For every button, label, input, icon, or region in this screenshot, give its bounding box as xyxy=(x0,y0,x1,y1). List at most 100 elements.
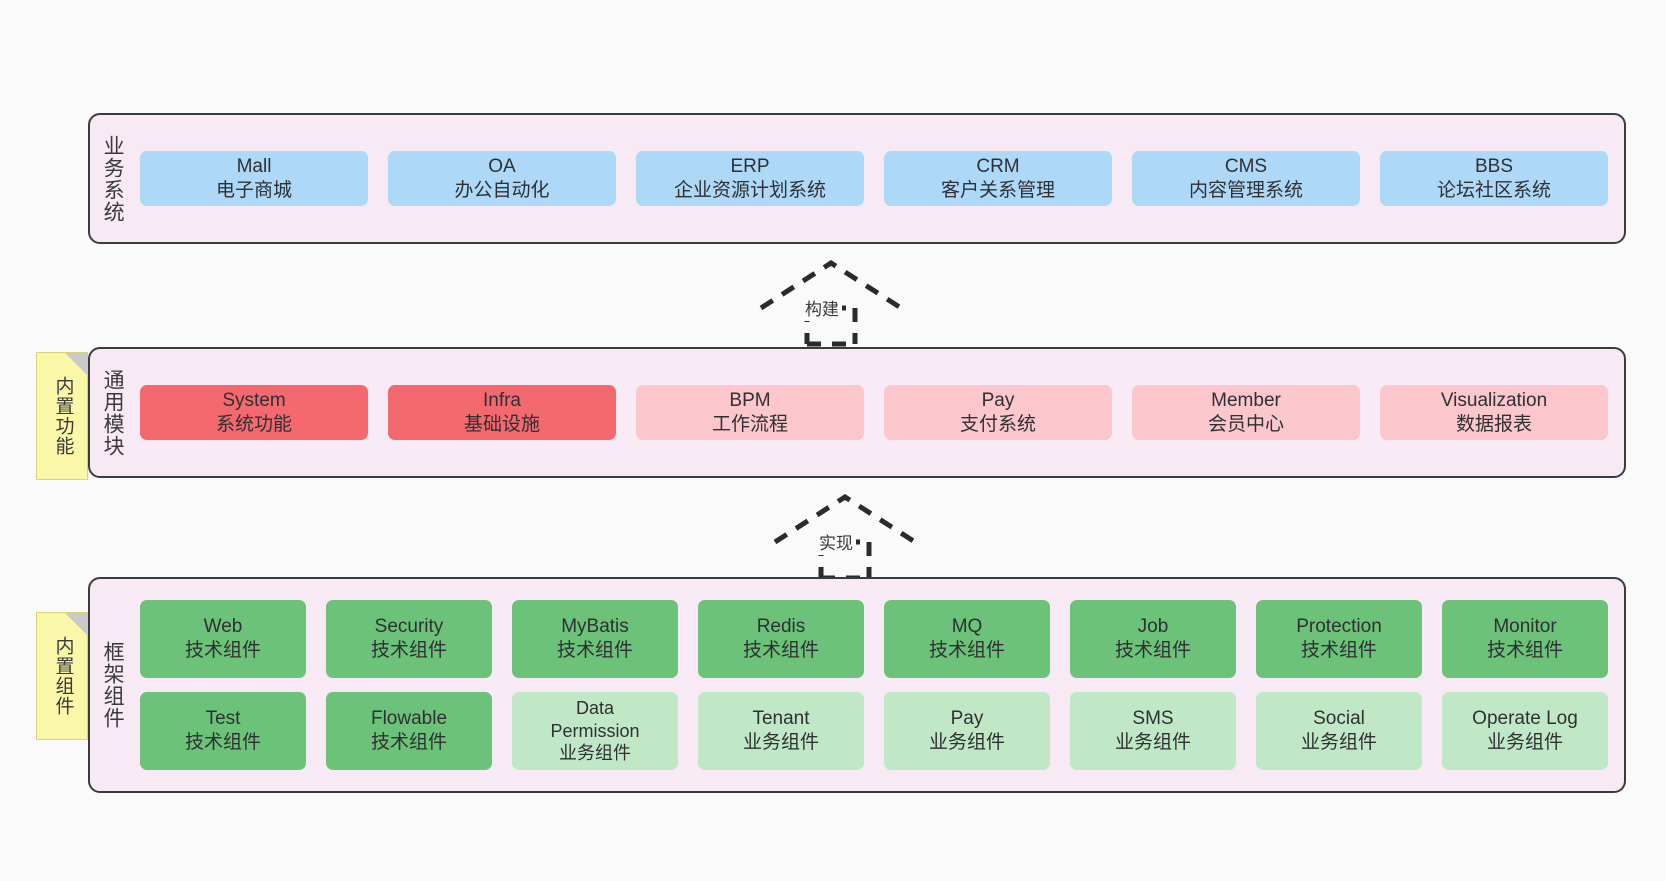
node-subtitle: 业务组件 xyxy=(1114,732,1191,753)
node-title: CMS xyxy=(1224,155,1268,177)
node-redis[interactable]: Redis 技术组件 xyxy=(698,600,864,678)
node-visualization[interactable]: Visualization 数据报表 xyxy=(1380,384,1608,441)
node-title: Member xyxy=(1211,389,1281,411)
node-subtitle: 内容管理系统 xyxy=(1188,179,1303,201)
node-subtitle: 办公自动化 xyxy=(454,179,550,201)
node-title: MyBatis xyxy=(561,616,629,638)
node-title: Test xyxy=(205,708,241,730)
connector-build: 构建 xyxy=(756,258,906,347)
node-web[interactable]: Web 技术组件 xyxy=(140,600,306,678)
node-subtitle: 技术组件 xyxy=(184,732,261,753)
node-flowable[interactable]: Flowable 技术组件 xyxy=(326,692,492,770)
node-title: Pay xyxy=(950,708,984,730)
node-subtitle: 技术组件 xyxy=(742,640,819,661)
connector-build-label: 构建 xyxy=(802,294,842,321)
note-builtin-functions[interactable]: 内置功能 xyxy=(36,352,88,480)
layer-title-common-module: 通用模块 xyxy=(101,368,125,457)
layer-framework-component[interactable]: 框架组件 Web 技术组件 Security 技术组件 MyBatis 技术组件… xyxy=(88,577,1626,793)
node-title: System xyxy=(222,389,286,411)
node-test[interactable]: Test 技术组件 xyxy=(140,692,306,770)
node-pay-module[interactable]: Pay 支付系统 xyxy=(884,384,1112,441)
node-title: Flowable xyxy=(370,708,448,730)
node-data-permission[interactable]: Data Permission 业务组件 xyxy=(512,692,678,770)
node-subtitle: 技术组件 xyxy=(1114,640,1191,661)
node-mybatis[interactable]: MyBatis 技术组件 xyxy=(512,600,678,678)
note-label: 内置组件 xyxy=(52,636,74,716)
layer-body-framework-component: Web 技术组件 Security 技术组件 MyBatis 技术组件 Redi… xyxy=(134,579,1624,791)
node-social[interactable]: Social 业务组件 xyxy=(1256,692,1422,770)
note-fold-corner-icon xyxy=(65,613,87,635)
node-subtitle: 系统功能 xyxy=(215,413,292,435)
node-system[interactable]: System 系统功能 xyxy=(140,384,368,441)
node-subtitle: 技术组件 xyxy=(556,640,633,661)
row-business-apps: Mall 电子商城 OA 办公自动化 ERP 企业资源计划系统 CRM 客户关系… xyxy=(140,150,1608,207)
node-title: BBS xyxy=(1474,155,1514,177)
node-title: Protection xyxy=(1296,616,1382,638)
node-subtitle: 业务组件 xyxy=(559,743,631,764)
layer-business-system[interactable]: 业务系统 Mall 电子商城 OA 办公自动化 ERP 企业资源计划系统 CRM… xyxy=(88,113,1626,244)
node-security[interactable]: Security 技术组件 xyxy=(326,600,492,678)
note-fold-corner-icon xyxy=(65,353,87,375)
node-subtitle: 电子商城 xyxy=(215,179,292,201)
node-protection[interactable]: Protection 技术组件 xyxy=(1256,600,1422,678)
node-subtitle: 业务组件 xyxy=(928,732,1005,753)
node-title: CRM xyxy=(976,155,1020,177)
note-label: 内置功能 xyxy=(52,376,74,456)
node-title: BPM xyxy=(729,389,771,411)
node-subtitle: 技术组件 xyxy=(1486,640,1563,661)
node-title: Operate Log xyxy=(1472,708,1578,730)
node-subtitle: 技术组件 xyxy=(370,732,447,753)
node-title: MQ xyxy=(951,616,983,638)
node-member[interactable]: Member 会员中心 xyxy=(1132,384,1360,441)
node-cms[interactable]: CMS 内容管理系统 xyxy=(1132,150,1360,207)
node-infra[interactable]: Infra 基础设施 xyxy=(388,384,616,441)
node-title: Job xyxy=(1137,616,1169,638)
node-title: Mall xyxy=(236,155,272,177)
connector-implement-label: 实现 xyxy=(816,528,856,555)
node-oa[interactable]: OA 办公自动化 xyxy=(388,150,616,207)
node-mall[interactable]: Mall 电子商城 xyxy=(140,150,368,207)
node-subtitle: 会员中心 xyxy=(1207,413,1284,435)
node-title: Redis xyxy=(756,616,806,638)
generalization-arrowhead-icon xyxy=(759,260,903,311)
node-erp[interactable]: ERP 企业资源计划系统 xyxy=(636,150,864,207)
node-subtitle: 业务组件 xyxy=(1300,732,1377,753)
node-subtitle: 技术组件 xyxy=(370,640,447,661)
row-common-modules: System 系统功能 Infra 基础设施 BPM 工作流程 Pay 支付系统… xyxy=(140,384,1608,441)
node-title: Visualization xyxy=(1440,389,1548,411)
generalization-arrowhead-icon xyxy=(773,494,917,545)
node-subtitle: 技术组件 xyxy=(928,640,1005,661)
node-subtitle: 客户关系管理 xyxy=(940,179,1055,201)
layer-title-business-system: 业务系统 xyxy=(101,134,125,223)
node-title: Social xyxy=(1313,708,1365,730)
node-monitor[interactable]: Monitor 技术组件 xyxy=(1442,600,1608,678)
layer-title-framework-component: 框架组件 xyxy=(101,641,125,729)
node-subtitle: 企业资源计划系统 xyxy=(673,179,826,201)
node-tenant[interactable]: Tenant 业务组件 xyxy=(698,692,864,770)
node-pay-component[interactable]: Pay 业务组件 xyxy=(884,692,1050,770)
node-subtitle: 工作流程 xyxy=(711,413,788,435)
node-mq[interactable]: MQ 技术组件 xyxy=(884,600,1050,678)
node-subtitle: 支付系统 xyxy=(959,413,1036,435)
node-operate-log[interactable]: Operate Log 业务组件 xyxy=(1442,692,1608,770)
node-title: OA xyxy=(488,155,516,177)
layer-body-common-module: System 系统功能 Infra 基础设施 BPM 工作流程 Pay 支付系统… xyxy=(134,349,1624,476)
node-subtitle: 论坛社区系统 xyxy=(1436,179,1551,201)
node-title: Data Permission xyxy=(550,697,640,741)
node-subtitle: 数据报表 xyxy=(1455,413,1532,435)
node-crm[interactable]: CRM 客户关系管理 xyxy=(884,150,1112,207)
node-title: Pay xyxy=(981,389,1015,411)
node-title: SMS xyxy=(1132,708,1174,730)
node-job[interactable]: Job 技术组件 xyxy=(1070,600,1236,678)
note-builtin-components[interactable]: 内置组件 xyxy=(36,612,88,740)
node-subtitle: 基础设施 xyxy=(463,413,540,435)
node-title: ERP xyxy=(730,155,770,177)
layer-common-module[interactable]: 通用模块 System 系统功能 Infra 基础设施 BPM 工作流程 Pay… xyxy=(88,347,1626,478)
node-title: Security xyxy=(374,616,444,638)
node-bbs[interactable]: BBS 论坛社区系统 xyxy=(1380,150,1608,207)
node-title: Infra xyxy=(482,389,522,411)
node-bpm[interactable]: BPM 工作流程 xyxy=(636,384,864,441)
row-tech-components: Web 技术组件 Security 技术组件 MyBatis 技术组件 Redi… xyxy=(140,600,1608,678)
node-title: Tenant xyxy=(752,708,810,730)
node-sms[interactable]: SMS 业务组件 xyxy=(1070,692,1236,770)
